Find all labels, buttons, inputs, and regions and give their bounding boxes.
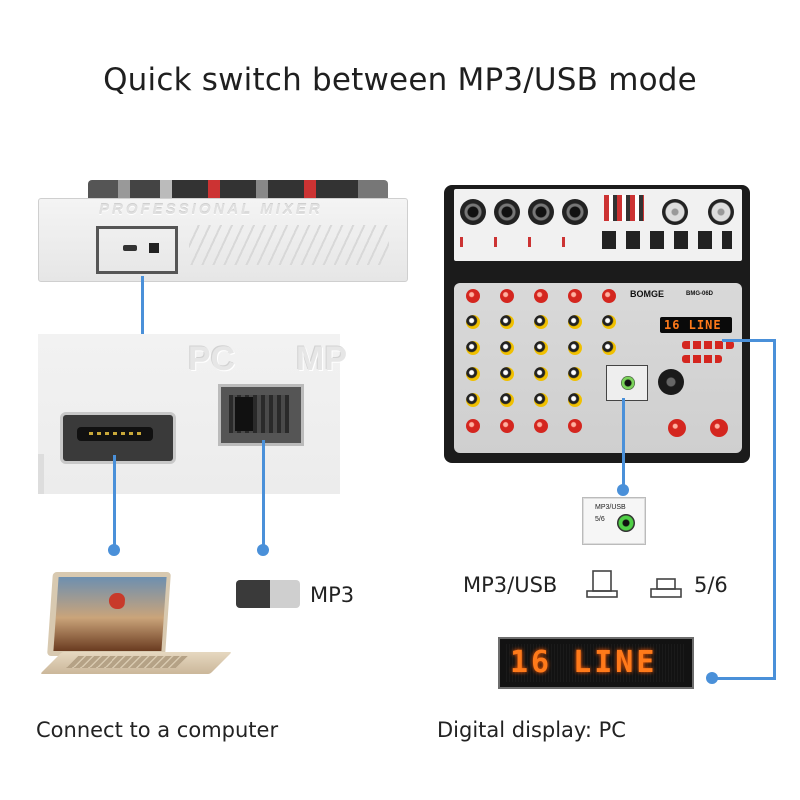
switch-down-icon: [650, 577, 684, 599]
big-display-text: 16 LINE: [510, 645, 658, 680]
laptop-illustration: [40, 572, 240, 682]
channel-knob: [602, 315, 616, 329]
channel-knob: [500, 315, 514, 329]
switch-zoom-label-1: MP3/USB: [595, 504, 626, 511]
small-display-text: 16 LINE: [664, 318, 722, 332]
model-label: BMG-06D: [686, 291, 714, 297]
mode-label-right: 5/6: [694, 573, 728, 597]
channel-knob: [500, 393, 514, 407]
channel-knob: [466, 315, 480, 329]
channel-knob: [466, 289, 480, 303]
mp3-usb-switch-slot: [606, 365, 648, 401]
brand-label: BOMGE: [630, 289, 665, 299]
program-knob: [658, 369, 684, 395]
channel-knob: [602, 289, 616, 303]
mixer-rear-body: PROFESSIONAL MIXER: [38, 198, 408, 282]
channel-knob: [500, 341, 514, 355]
micro-usb-port-small: [123, 245, 137, 251]
switch-up-icon: [586, 570, 620, 598]
channel-knob: [534, 393, 548, 407]
switch-zoom-label-2: 5/6: [595, 516, 605, 523]
mixer-rear-photo: PROFESSIONAL MIXER: [38, 180, 408, 282]
channel-knob: [500, 289, 514, 303]
control-panel: BOMGE BMG-06D 16 LINE: [454, 283, 742, 453]
input-panel: [454, 189, 742, 261]
channel-knob: [466, 341, 480, 355]
right-caption: Digital display: PC: [437, 718, 626, 742]
channel-knob: [466, 419, 480, 433]
channel-knob: [500, 367, 514, 381]
big-digital-display: 16 LINE: [498, 637, 694, 689]
mixer-top-label: PROFESSIONAL MIXER: [99, 201, 323, 218]
channel-knob: [568, 289, 582, 303]
switch-zoom-jack: [617, 514, 635, 532]
micro-usb-port: [60, 412, 176, 464]
channel-knob: [568, 341, 582, 355]
mixer-front-photo: BOMGE BMG-06D 16 LINE: [444, 185, 750, 463]
channel-knob: [534, 341, 548, 355]
switch-zoom-box: MP3/USB 5/6: [582, 497, 646, 545]
channel-knob: [466, 393, 480, 407]
channel-knob: [568, 393, 582, 407]
port-highlight-box: [96, 226, 178, 274]
zoom-label-mp: MP: [296, 340, 347, 378]
channel-knob: [534, 289, 548, 303]
channel-knob: [568, 367, 582, 381]
mp3-toggle-illustration: [236, 580, 300, 608]
channel-knob: [466, 367, 480, 381]
zoom-label-pc: PC: [188, 340, 236, 378]
channel-knob: [602, 341, 616, 355]
page-title: Quick switch between MP3/USB mode: [103, 62, 697, 98]
switch-label: MP3: [310, 583, 355, 607]
left-caption: Connect to a computer: [36, 718, 279, 742]
channel-knob: [568, 315, 582, 329]
mode-label-left: MP3/USB: [463, 573, 558, 597]
port-closeup-photo: PC MP: [38, 334, 347, 494]
small-digital-display: 16 LINE: [660, 317, 732, 333]
switch-small: [149, 243, 159, 253]
channel-knob: [500, 419, 514, 433]
channel-knob: [534, 367, 548, 381]
mode-slide-switch: [218, 384, 304, 446]
channel-knob: [568, 419, 582, 433]
channel-knob: [534, 315, 548, 329]
channel-knob: [534, 419, 548, 433]
